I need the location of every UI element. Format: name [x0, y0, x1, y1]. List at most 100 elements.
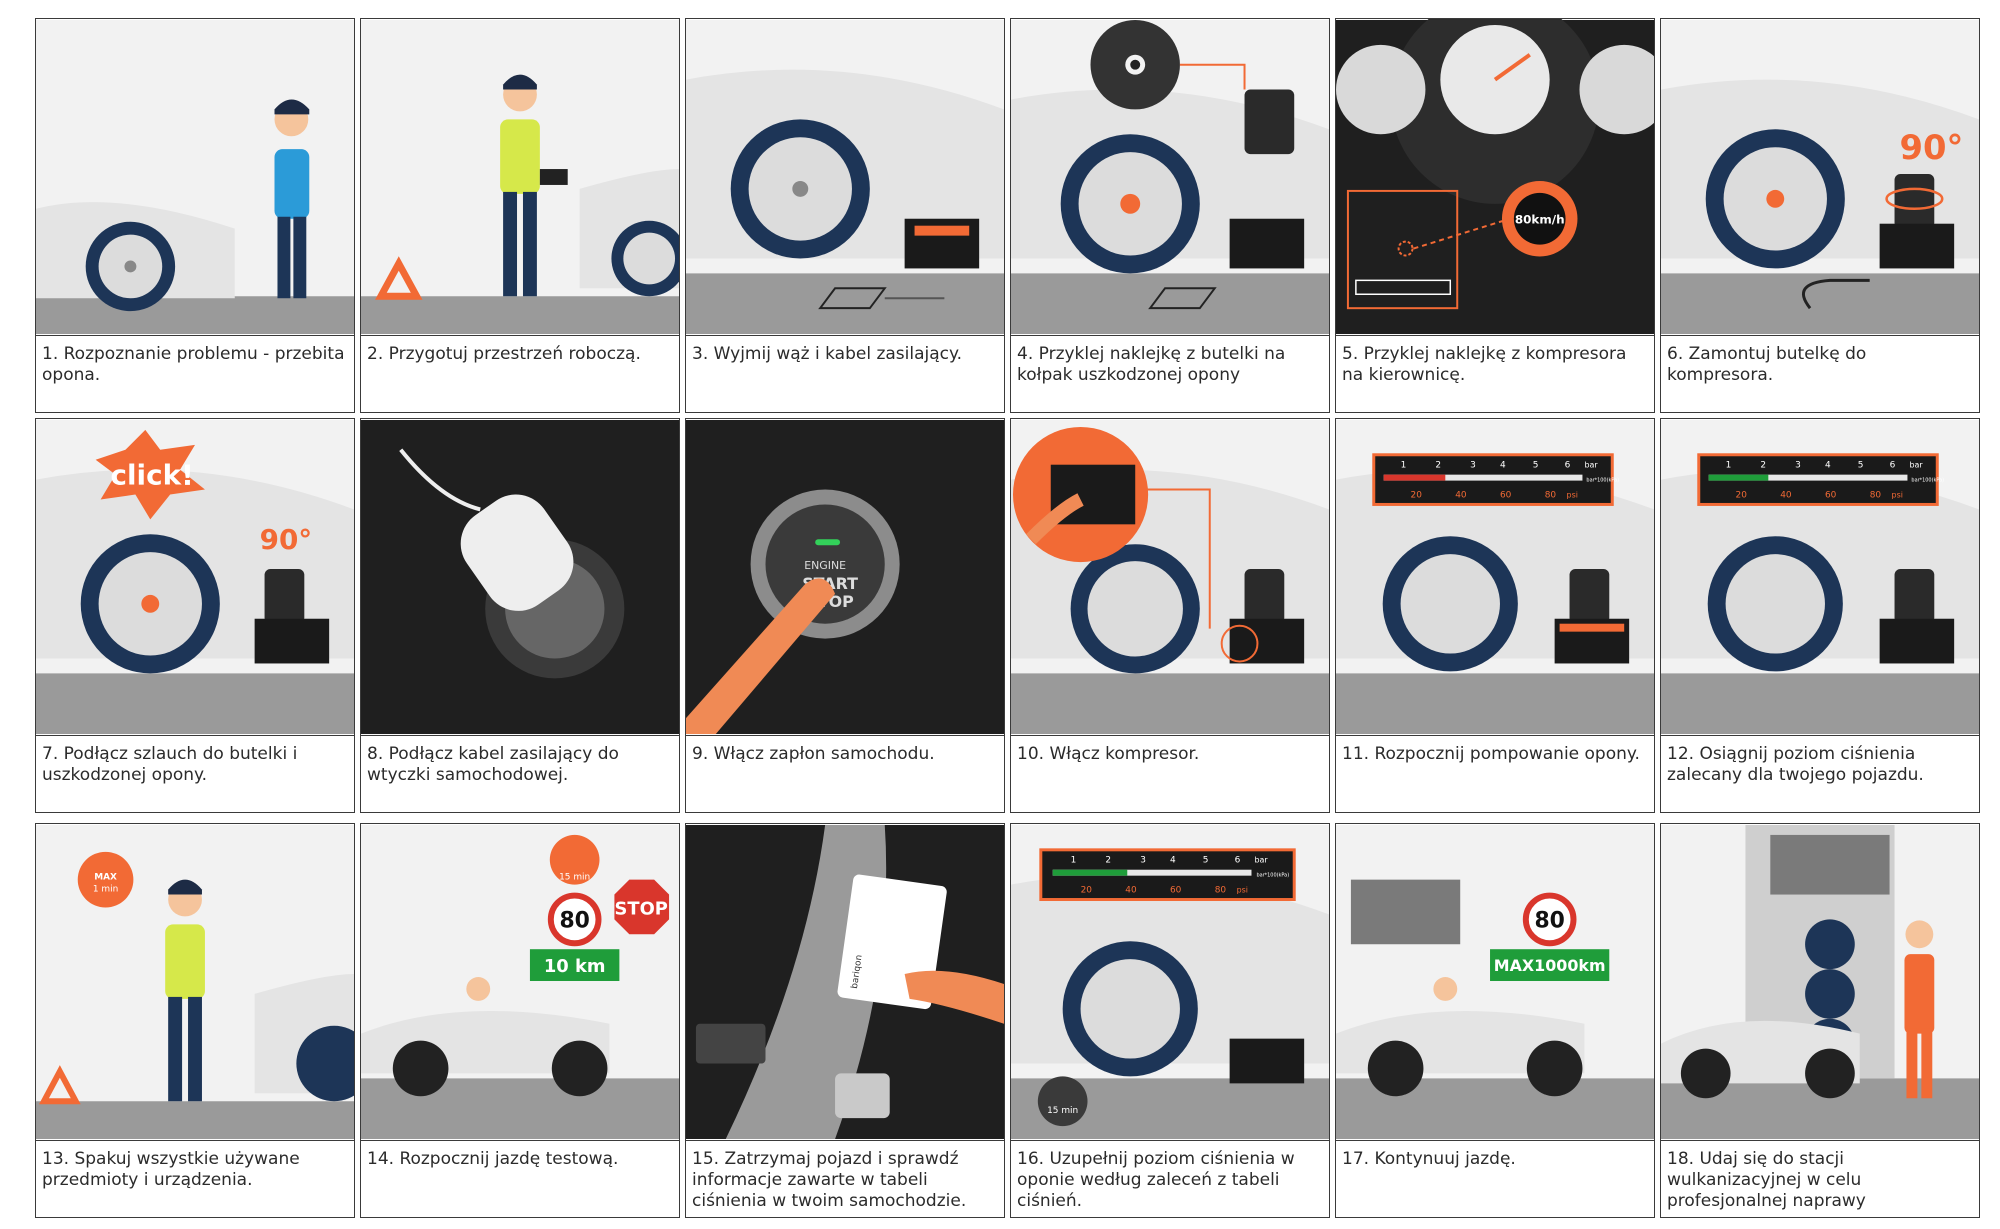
distance-sign-label: 10 km [544, 956, 606, 977]
step-3-caption: 3. Wyjmij wąż i kabel zasilający. [686, 335, 1004, 412]
step-18-illustration [1661, 824, 1979, 1140]
gauge-psi-80: 80 [1545, 491, 1557, 501]
gauge-mark-1: 1 [1071, 856, 1077, 866]
gauge-psi-20: 20 [1411, 491, 1423, 501]
step-8-caption: 8. Podłącz kabel zasilający do wtyczki s… [361, 735, 679, 812]
step-7-illustration: click! 90° [36, 419, 354, 735]
step-13-caption: 13. Spakuj wszystkie używane przedmioty … [36, 1140, 354, 1217]
gauge-kpa: bar*100(kPa) [1586, 478, 1619, 484]
step-16-caption: 16. Uzupełnij poziom ciśnienia w oponie … [1011, 1140, 1329, 1217]
step-11-illustration: 1 2 3 4 5 6 bar bar*100(kPa) 20 40 60 80… [1336, 419, 1654, 735]
step-12-panel: 1 2 3 4 5 6 bar bar*100(kPa) 20 40 60 80… [1660, 418, 1980, 813]
angle-label: 90° [1900, 128, 1964, 167]
step-9-illustration: ENGINE START STOP [686, 419, 1004, 735]
gauge-mark-5: 5 [1858, 461, 1864, 471]
gauge-mark-4: 4 [1825, 461, 1831, 471]
gauge-psi-80: 80 [1870, 491, 1882, 501]
gauge-psi-unit: psi [1567, 491, 1578, 500]
step-11-caption: 11. Rozpocznij pompowanie opony. [1336, 735, 1654, 812]
step-9-panel: ENGINE START STOP 9. Włącz zapłon samoch… [685, 418, 1005, 813]
step-10-panel: 10. Włącz kompresor. [1010, 418, 1330, 813]
step-16-panel: 1 2 3 4 5 6 bar bar*100(kPa) 20 40 60 80… [1010, 823, 1330, 1218]
gauge-mark-6: 6 [1890, 461, 1896, 471]
step-7-caption: 7. Podłącz szlauch do butelki i uszkodzo… [36, 735, 354, 812]
step-9-caption: 9. Włącz zapłon samochodu. [686, 735, 1004, 812]
gauge-mark-6: 6 [1235, 856, 1241, 866]
step-13-illustration: MAX 1 min [36, 824, 354, 1140]
step-15-panel: bariqon 15. Zatrzymaj pojazd i sprawdź i… [685, 823, 1005, 1218]
step-6-illustration: 90° [1661, 19, 1979, 335]
gauge-mark-2: 2 [1105, 856, 1111, 866]
brand-label: bariqon [850, 954, 865, 989]
step-4-illustration [1011, 19, 1329, 335]
gauge-mark-3: 3 [1140, 856, 1146, 866]
gauge-mark-2: 2 [1760, 461, 1766, 471]
step-10-illustration [1011, 419, 1329, 735]
step-4-panel: 4. Przyklej naklejkę z butelki na kołpak… [1010, 18, 1330, 413]
step-12-caption: 12. Osiągnij poziom ciśnienia zalecany d… [1661, 735, 1979, 812]
step-5-caption: 5. Przyklej naklejkę z kompresora na kie… [1336, 335, 1654, 412]
step-8-panel: 8. Podłącz kabel zasilający do wtyczki s… [360, 418, 680, 813]
step-1-panel: 1. Rozpoznanie problemu - przebita opona… [35, 18, 355, 413]
gauge-mark-1: 1 [1726, 461, 1732, 471]
gauge-mark-5: 5 [1203, 856, 1209, 866]
step-2-panel: 2. Przygotuj przestrzeń roboczą. [360, 18, 680, 413]
step-3-panel: 3. Wyjmij wąż i kabel zasilający. [685, 18, 1005, 413]
gauge-kpa: bar*100(kPa) [1911, 478, 1944, 484]
max-label: MAX [94, 873, 117, 883]
gauge-psi-60: 60 [1825, 491, 1837, 501]
speed-sign-label: 80 [559, 908, 589, 933]
click-label: click! [111, 459, 194, 492]
step-17-caption: 17. Kontynuuj jazdę. [1336, 1140, 1654, 1217]
step-6-caption: 6. Zamontuj butelkę do kompresora. [1661, 335, 1979, 412]
max-distance-label: MAX1000km [1494, 956, 1606, 975]
gauge-psi-80: 80 [1215, 886, 1227, 896]
step-15-illustration: bariqon [686, 824, 1004, 1140]
gauge-psi-20: 20 [1736, 491, 1748, 501]
step-18-panel: 18. Udaj się do stacji wulkanizacyjnej w… [1660, 823, 1980, 1218]
gauge-unit: bar [1909, 461, 1923, 470]
stop-sign-label: STOP [615, 898, 668, 919]
gauge-mark-4: 4 [1500, 461, 1506, 471]
gauge-mark-2: 2 [1435, 461, 1441, 471]
gauge-psi-unit: psi [1892, 491, 1903, 500]
step-18-caption: 18. Udaj się do stacji wulkanizacyjnej w… [1661, 1140, 1979, 1217]
gauge-psi-unit: psi [1237, 886, 1248, 895]
step-14-illustration: 15 min 80 STOP 10 km [361, 824, 679, 1140]
step-12-illustration: 1 2 3 4 5 6 bar bar*100(kPa) 20 40 60 80… [1661, 419, 1979, 735]
step-5-illustration: 80km/h [1336, 19, 1654, 335]
step-10-caption: 10. Włącz kompresor. [1011, 735, 1329, 812]
step-2-caption: 2. Przygotuj przestrzeń roboczą. [361, 335, 679, 412]
step-11-panel: 1 2 3 4 5 6 bar bar*100(kPa) 20 40 60 80… [1335, 418, 1655, 813]
step-4-caption: 4. Przyklej naklejkę z butelki na kołpak… [1011, 335, 1329, 412]
gauge-psi-60: 60 [1500, 491, 1512, 501]
gauge-unit: bar [1254, 856, 1268, 865]
gauge-mark-6: 6 [1565, 461, 1571, 471]
gauge-psi-40: 40 [1780, 491, 1792, 501]
gauge-mark-1: 1 [1401, 461, 1407, 471]
step-17-panel: 80 MAX1000km 17. Kontynuuj jazdę. [1335, 823, 1655, 1218]
step-14-panel: 15 min 80 STOP 10 km 14. Rozpocznij jazd… [360, 823, 680, 1218]
gauge-mark-3: 3 [1795, 461, 1801, 471]
step-5-panel: 80km/h 5. Przyklej naklejkę z kompresora… [1335, 18, 1655, 413]
step-1-caption: 1. Rozpoznanie problemu - przebita opona… [36, 335, 354, 412]
step-15-caption: 15. Zatrzymaj pojazd i sprawdź informacj… [686, 1140, 1004, 1217]
step-14-caption: 14. Rozpocznij jazdę testową. [361, 1140, 679, 1217]
step-3-illustration [686, 19, 1004, 335]
step-8-illustration [361, 419, 679, 735]
step-1-illustration [36, 19, 354, 335]
gauge-psi-20: 20 [1081, 886, 1093, 896]
gauge-mark-3: 3 [1470, 461, 1476, 471]
step-16-illustration: 1 2 3 4 5 6 bar bar*100(kPa) 20 40 60 80… [1011, 824, 1329, 1140]
gauge-mark-4: 4 [1170, 856, 1176, 866]
step-13-panel: MAX 1 min 13. Spakuj wszystkie używane p… [35, 823, 355, 1218]
step-17-illustration: 80 MAX1000km [1336, 824, 1654, 1140]
step-2-illustration [361, 19, 679, 335]
step-7-panel: click! 90° 7. Podłącz szlauch do butelki… [35, 418, 355, 813]
gauge-kpa: bar*100(kPa) [1256, 873, 1289, 879]
step-6-panel: 90° 6. Zamontuj butelkę do kompresora. [1660, 18, 1980, 413]
gauge-unit: bar [1584, 461, 1598, 470]
engine-button-label: ENGINE [804, 559, 846, 572]
gauge-psi-60: 60 [1170, 886, 1182, 896]
timer-label-step16: 15 min [1047, 1106, 1078, 1116]
